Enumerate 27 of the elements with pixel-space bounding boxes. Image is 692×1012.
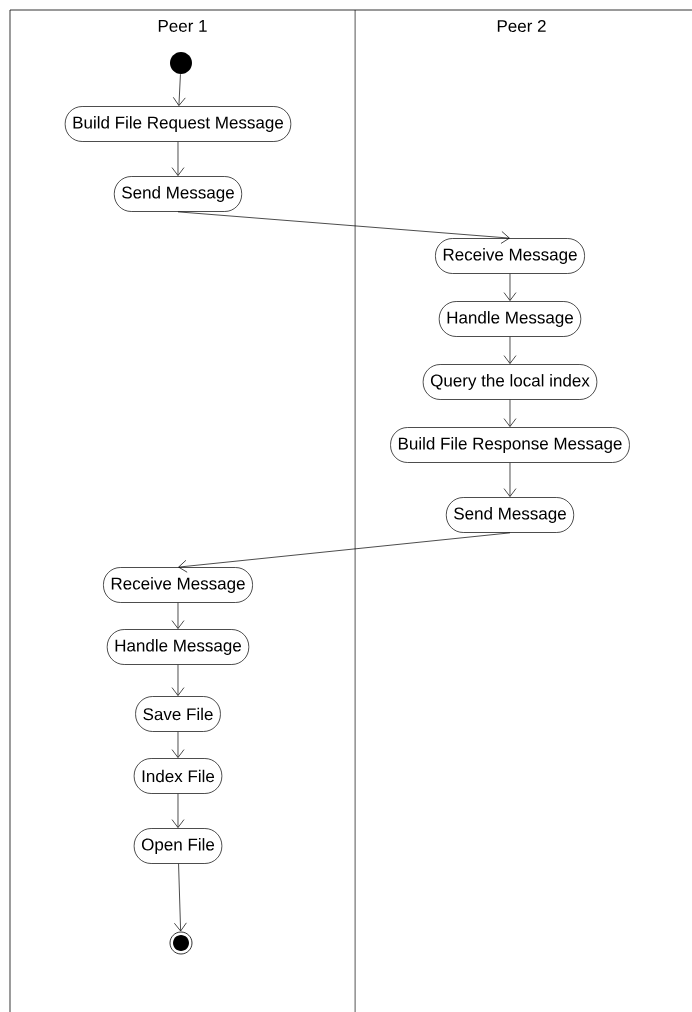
action-box: Send Message [113, 176, 243, 212]
action-box: Receive Message [103, 567, 253, 603]
arrow [171, 602, 185, 629]
arrow [171, 731, 185, 758]
arrow [171, 141, 185, 176]
arrow [503, 336, 517, 364]
action-box: Handle Message [438, 301, 582, 337]
action-box: Receive Message [435, 238, 585, 274]
action-box: Open File [133, 828, 223, 864]
arrow [503, 399, 517, 427]
arrow [503, 273, 517, 301]
action-box: Query the local index [422, 364, 598, 400]
start-node [170, 52, 192, 74]
action-box: Handle Message [106, 629, 250, 665]
action-box: Send Message [445, 497, 575, 533]
action-box: Build File Request Message [64, 106, 292, 142]
arrow [174, 863, 187, 932]
action-box: Save File [135, 696, 221, 732]
arrow [178, 532, 511, 573]
arrow [171, 664, 185, 696]
arrow [503, 462, 517, 497]
end-node [169, 931, 193, 955]
action-box: Index File [133, 758, 223, 794]
action-box: Build File Response Message [390, 427, 630, 463]
arrow [177, 211, 510, 244]
arrow [172, 73, 186, 106]
arrow [171, 793, 185, 828]
